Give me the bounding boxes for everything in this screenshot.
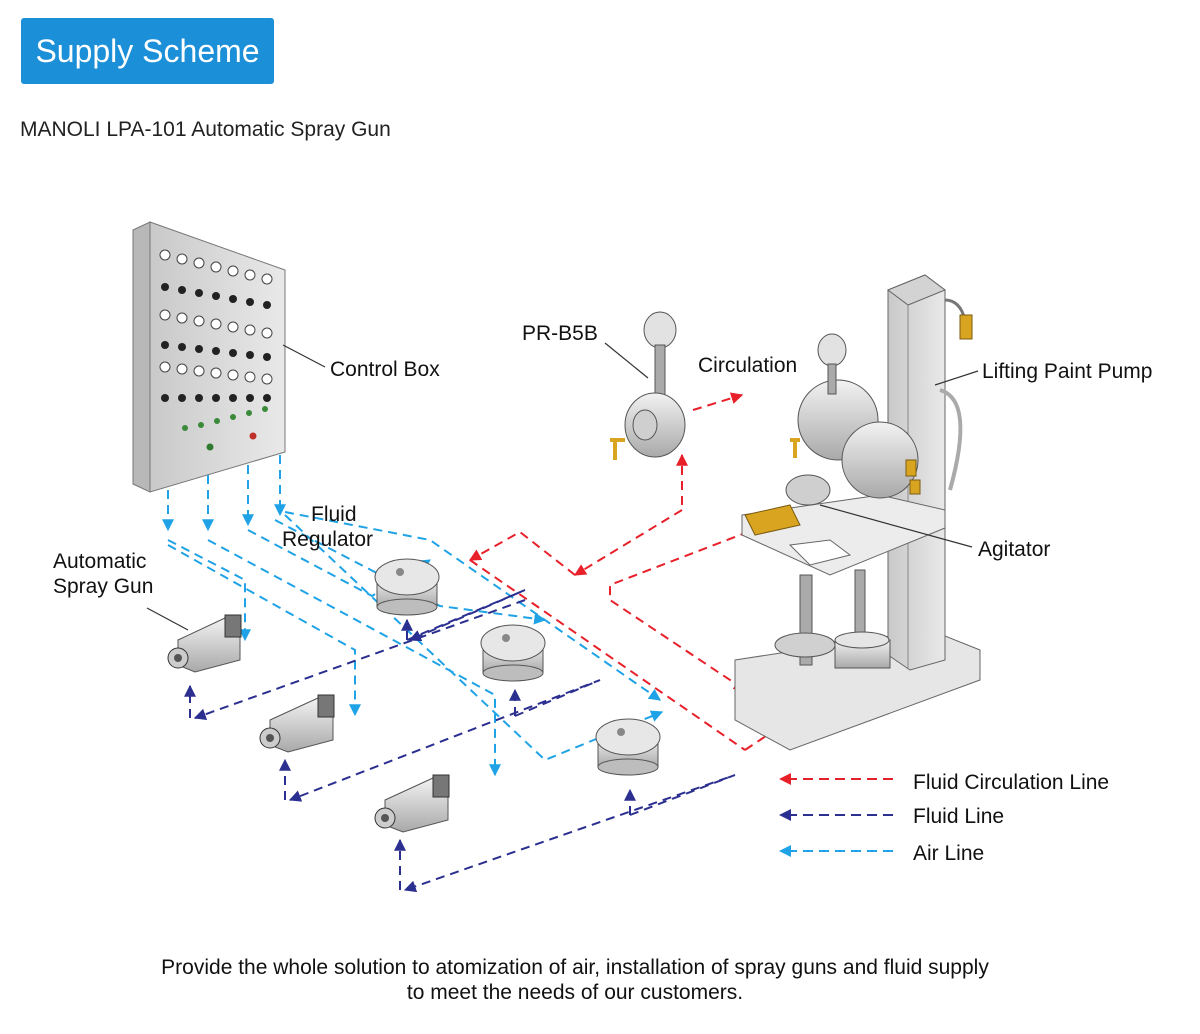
legend-fluid-line: Fluid Line xyxy=(913,805,1004,828)
lifting-paint-pump xyxy=(734,274,981,751)
agitator-label: Agitator xyxy=(978,538,1050,561)
lifting-paint-pump-label: Lifting Paint Pump xyxy=(982,360,1152,383)
legend-fluid-circulation: Fluid Circulation Line xyxy=(913,771,1109,794)
fluid-regulator-label-line2: Regulator xyxy=(282,528,373,551)
spray-gun-3 xyxy=(374,774,450,833)
legend-air-line: Air Line xyxy=(913,842,984,865)
spray-gun-1 xyxy=(167,614,242,673)
spray-gun-label-line1: Automatic xyxy=(53,550,146,573)
footer-text: Provide the whole solution to atomizatio… xyxy=(0,955,1150,1005)
spray-gun-2 xyxy=(259,694,335,753)
pr-b5b-label: PR-B5B xyxy=(522,322,598,345)
fluid-regulator-3 xyxy=(595,718,661,776)
footer-line-1: Provide the whole solution to atomizatio… xyxy=(161,956,989,979)
footer-line-2: to meet the needs of our customers. xyxy=(406,981,744,1004)
spray-gun-label-line2: Spray Gun xyxy=(53,575,153,598)
supply-scheme-badge: Supply Scheme xyxy=(21,18,274,84)
control-box-label: Control Box xyxy=(330,358,440,381)
page-subtitle: MANOLI LPA-101 Automatic Spray Gun xyxy=(20,118,391,141)
fluid-regulator-2 xyxy=(480,624,546,682)
pr-b5b-regulator xyxy=(610,311,686,460)
control-box xyxy=(132,221,286,493)
circulation-label: Circulation xyxy=(698,354,797,377)
legend: Fluid Circulation Line Fluid Line Air Li… xyxy=(779,771,1109,865)
fluid-regulator-1 xyxy=(374,558,440,616)
fluid-regulator-label-line1: Fluid xyxy=(311,503,357,526)
